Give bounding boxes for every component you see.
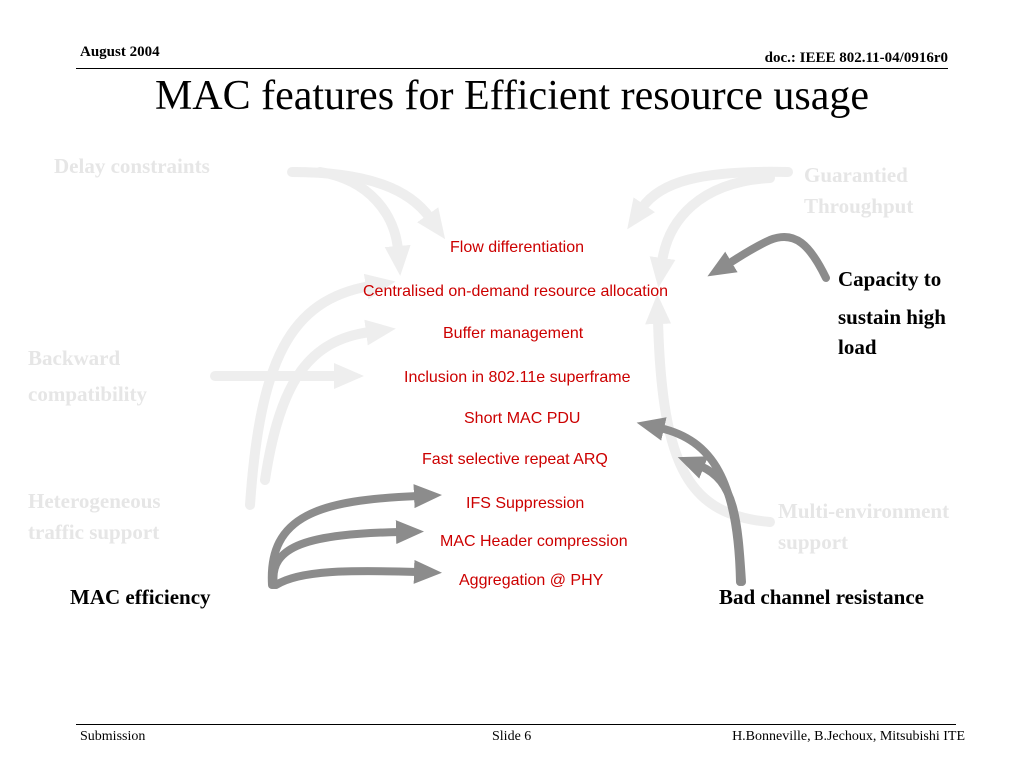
goal-backward-line-2: compatibility [28, 382, 147, 406]
feature-mac-header-compression: MAC Header compression [440, 533, 628, 550]
goal-throughput-line-1: Guarantied [804, 163, 908, 187]
goal-delay-constraints: Delay constraints [54, 154, 210, 178]
goal-backward-compatibility: Backward compatibility [28, 340, 147, 412]
goal-multienv-line-2: support [778, 530, 849, 554]
feature-centralised-allocation: Centralised on-demand resource allocatio… [363, 283, 669, 300]
goal-capacity-line-3: load [838, 335, 877, 359]
goal-multienv-line-1: Multi-environment [778, 499, 950, 523]
arrow-multienv-to-centralised [645, 294, 775, 527]
arrow-throughput-to-centralised [649, 173, 775, 288]
slide-title: MAC features for Efficient resource usag… [154, 73, 870, 119]
footer-divider [76, 724, 956, 725]
arrow-delay-to-flow [287, 167, 446, 240]
arrow-hetero-to-buffer [260, 319, 396, 485]
arrow-maceff-to-header [269, 520, 424, 589]
header-doc-id: doc.: IEEE 802.11-04/0916r0 [764, 50, 948, 66]
footer-submission: Submission [80, 729, 146, 744]
header-date: August 2004 [80, 44, 160, 60]
goal-hetero-line-2: traffic support [28, 520, 160, 544]
arrow-delay-to-centralised [315, 167, 411, 276]
header-divider [76, 68, 948, 69]
arrow-capacity-to-centralised [707, 232, 830, 282]
feature-short-mac-pdu: Short MAC PDU [464, 410, 581, 427]
goal-capacity-line-2: sustain high [838, 305, 946, 329]
feature-aggregation-phy: Aggregation @ PHY [459, 572, 604, 589]
footer-authors: H.Bonneville, B.Jechoux, Mitsubishi ITE [732, 729, 965, 744]
feature-inclusion-superframe: Inclusion in 802.11e superframe [404, 369, 631, 386]
feature-buffer-management: Buffer management [443, 325, 584, 342]
goal-heterogeneous-traffic: Heterogeneous traffic support [28, 486, 161, 548]
goal-backward-line-1: Backward [28, 346, 121, 370]
arrow-hetero-to-centralised [245, 273, 396, 510]
goal-hetero-line-1: Heterogeneous [28, 489, 161, 513]
footer-slide-number: Slide 6 [492, 729, 532, 744]
arrow-badchannel-to-arq [677, 456, 746, 586]
goal-guarantied-throughput: Guarantied Throughput [804, 160, 913, 222]
goal-capacity-high-load: Capacity to sustain high load [838, 262, 946, 364]
goal-capacity-line-1: Capacity to [838, 267, 942, 291]
goal-throughput-line-2: Throughput [804, 194, 914, 218]
goal-multi-environment: Multi-environment support [778, 496, 949, 558]
goal-bad-channel-resistance: Bad channel resistance [719, 585, 924, 609]
feature-flow-differentiation: Flow differentiation [450, 239, 584, 256]
goal-mac-efficiency: MAC efficiency [70, 585, 211, 609]
arrow-maceff-to-aggregation [272, 559, 442, 589]
feature-fast-arq: Fast selective repeat ARQ [422, 451, 608, 468]
arrow-throughput-to-flow [627, 166, 793, 230]
feature-ifs-suppression: IFS Suppression [466, 495, 585, 512]
